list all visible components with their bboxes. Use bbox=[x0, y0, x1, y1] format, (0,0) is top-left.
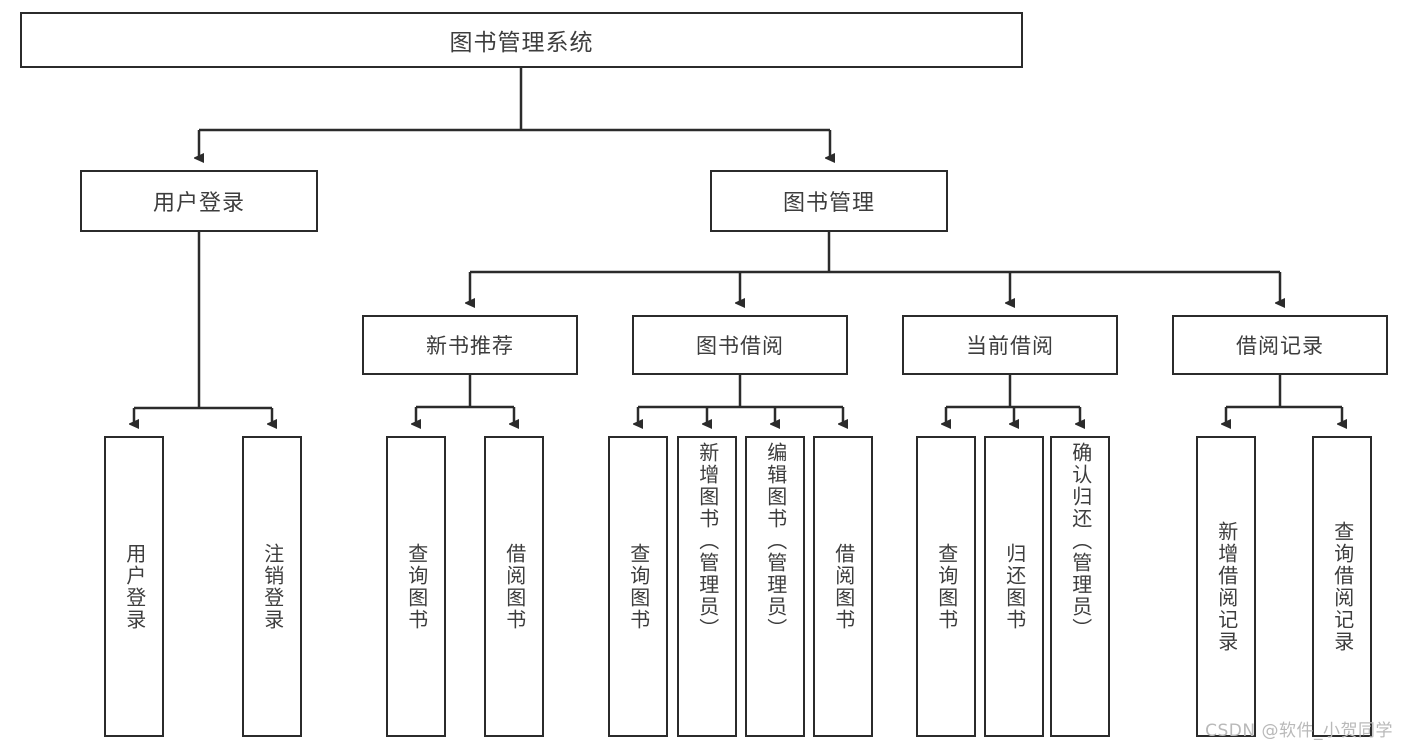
leaf-return-book[interactable]: 归还图书 bbox=[984, 436, 1044, 737]
leaf-query-book-recommend[interactable]: 查询图书 bbox=[386, 436, 446, 737]
leaf-borrow-book[interactable]: 借阅图书 bbox=[813, 436, 873, 737]
leaf-borrow-book-recommend[interactable]: 借阅图书 bbox=[484, 436, 544, 737]
node-new-book-recommend[interactable]: 新书推荐 bbox=[362, 315, 578, 375]
leaf-user-login[interactable]: 用户登录 bbox=[104, 436, 164, 737]
leaf-add-book-admin[interactable]: 新增图书（管理员） bbox=[677, 436, 737, 737]
leaf-edit-book-admin[interactable]: 编辑图书（管理员） bbox=[745, 436, 805, 737]
leaf-confirm-return-admin[interactable]: 确认归还（管理员） bbox=[1050, 436, 1110, 737]
leaf-query-borrow-record[interactable]: 查询借阅记录 bbox=[1312, 436, 1372, 737]
leaf-add-borrow-record[interactable]: 新增借阅记录 bbox=[1196, 436, 1256, 737]
leaf-query-book-borrow[interactable]: 查询图书 bbox=[608, 436, 668, 737]
node-root-system[interactable]: 图书管理系统 bbox=[20, 12, 1023, 68]
node-book-borrow[interactable]: 图书借阅 bbox=[632, 315, 848, 375]
leaf-logout-login[interactable]: 注销登录 bbox=[242, 436, 302, 737]
leaf-query-book-current[interactable]: 查询图书 bbox=[916, 436, 976, 737]
node-current-borrow[interactable]: 当前借阅 bbox=[902, 315, 1118, 375]
csdn-watermark: CSDN @软件_小贺同学 bbox=[1205, 721, 1393, 741]
node-borrow-record[interactable]: 借阅记录 bbox=[1172, 315, 1388, 375]
node-book-management[interactable]: 图书管理 bbox=[710, 170, 948, 232]
node-user-login[interactable]: 用户登录 bbox=[80, 170, 318, 232]
